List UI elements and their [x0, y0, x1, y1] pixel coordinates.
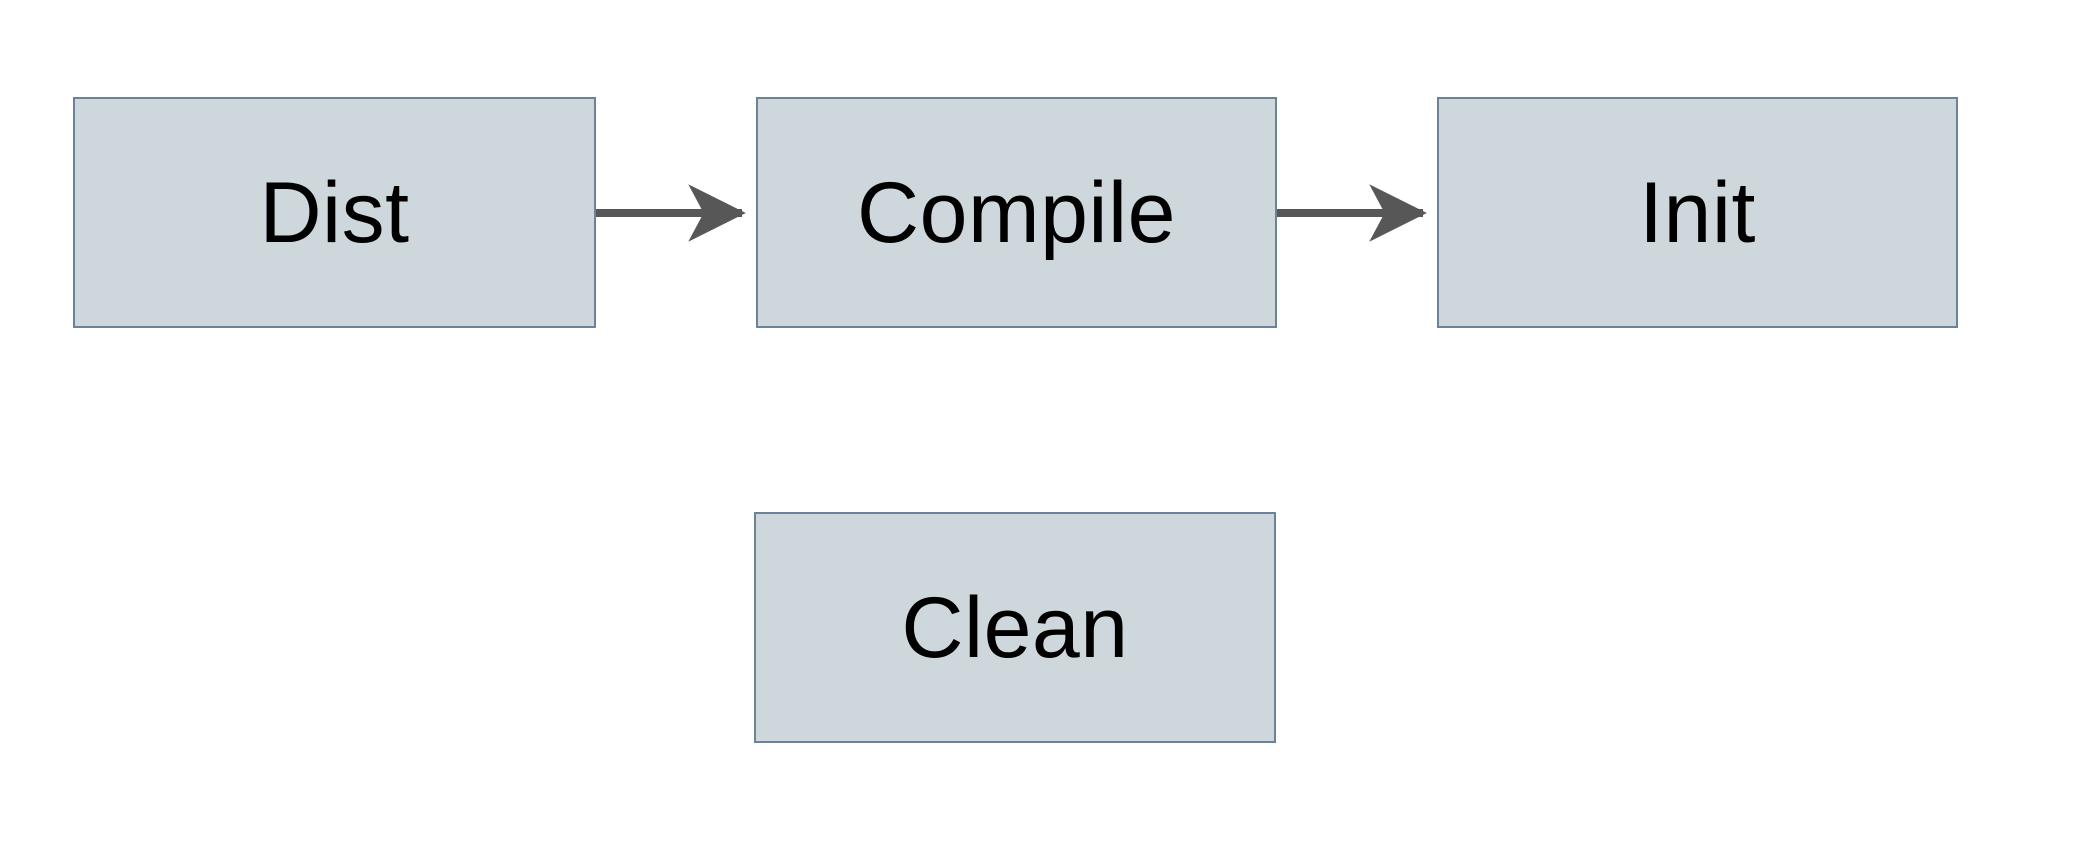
- node-init[interactable]: Init: [1437, 97, 1958, 328]
- node-clean[interactable]: Clean: [754, 512, 1276, 743]
- node-compile[interactable]: Compile: [756, 97, 1277, 328]
- node-compile-label: Compile: [857, 164, 1176, 261]
- node-clean-label: Clean: [901, 579, 1129, 676]
- node-init-label: Init: [1639, 164, 1756, 261]
- node-dist[interactable]: Dist: [73, 97, 596, 328]
- node-dist-label: Dist: [259, 164, 410, 261]
